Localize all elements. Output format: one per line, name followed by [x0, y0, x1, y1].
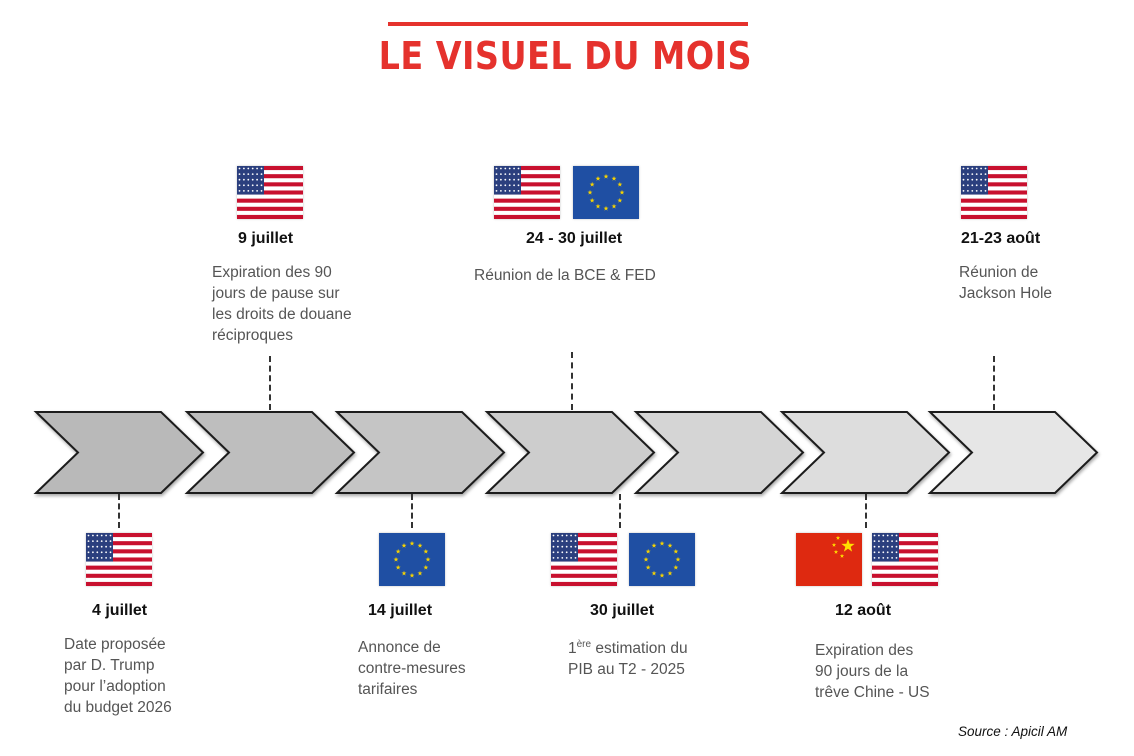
connector-21-23-aout: [993, 356, 995, 410]
event-date: 30 juillet: [590, 602, 655, 619]
connector-24-30-juillet: [571, 352, 573, 410]
connector-12-aout: [865, 494, 867, 528]
timeline-chevron: [184, 411, 356, 494]
eu-flag-icon: [379, 533, 445, 586]
us-flag-icon: [872, 533, 938, 586]
timeline-chevron: [33, 411, 205, 494]
event-date: 14 juillet: [368, 602, 433, 619]
us-flag-icon: [494, 166, 560, 219]
event-date: 12 août: [835, 602, 892, 619]
us-flag-icon: [551, 533, 617, 586]
us-flag-icon: [961, 166, 1027, 219]
event-description: 1ère estimation du PIB au T2 - 2025: [568, 639, 688, 679]
event-date: 24 - 30 juillet: [526, 230, 623, 247]
us-flag-icon: [237, 166, 303, 219]
connector-14-juillet: [411, 494, 413, 528]
timeline-chevron: [779, 411, 951, 494]
timeline-chevron: [334, 411, 506, 494]
us-flag-icon: [86, 533, 152, 586]
page-title: LE VISUEL DU MOIS: [378, 34, 753, 78]
timeline-chevron: [633, 411, 805, 494]
china-flag-icon: [796, 533, 862, 586]
event-date: 9 juillet: [238, 230, 294, 247]
timeline-chevron: [484, 411, 656, 494]
event-description: Réunion de la BCE & FED: [474, 267, 656, 284]
connector-9-juillet: [269, 356, 271, 410]
title-rule: [388, 22, 748, 26]
eu-flag-icon: [573, 166, 639, 219]
eu-flag-icon: [629, 533, 695, 586]
event-date: 4 juillet: [92, 602, 148, 619]
timeline-chevron: [927, 411, 1099, 494]
connector-4-juillet: [118, 494, 120, 528]
connector-30-juillet: [619, 494, 621, 528]
source-note: Source : Apicil AM: [958, 724, 1068, 739]
event-date: 21-23 août: [961, 230, 1041, 247]
